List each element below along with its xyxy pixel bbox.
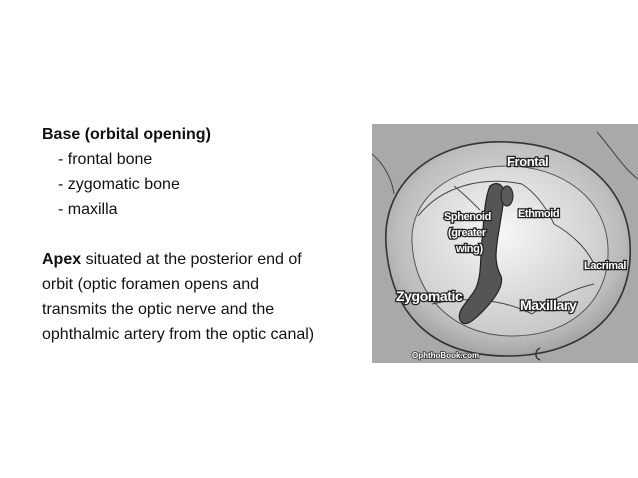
- maxillary-suture: [531, 283, 595, 315]
- outer-suture-left: [372, 153, 395, 195]
- text-content: Base (orbital opening) - frontal bone - …: [42, 122, 362, 347]
- label-sphenoid-1: Sphenoid: [444, 211, 491, 223]
- apex-line-3: transmits the optic nerve and the: [42, 301, 275, 318]
- label-sphenoid-3: wing): [455, 243, 483, 255]
- orbit-cavity: [411, 165, 609, 337]
- label-maxillary: Maxillary: [520, 297, 577, 313]
- apex-term: Apex: [42, 251, 82, 268]
- frontal-suture: [417, 180, 523, 217]
- base-item-frontal: - frontal bone: [58, 151, 153, 168]
- lacrimal-suture: [553, 223, 595, 265]
- label-ethmoid: Ethmoid: [518, 208, 559, 220]
- skull-surface: [372, 124, 638, 363]
- outer-suture-right: [596, 131, 638, 180]
- watermark: OphthoBook.com: [412, 351, 479, 360]
- sphenoid-suture: [453, 185, 481, 211]
- base-heading: Base (orbital opening): [42, 126, 211, 143]
- ethmoid-suture: [521, 183, 555, 225]
- apex-line-4: ophthalmic artery from the optic canal): [42, 326, 315, 343]
- apex-line-2: orbit (optic foramen opens and: [42, 276, 260, 293]
- infraorbital-foramen: [535, 347, 541, 361]
- orbit-drawing: Frontal Sphenoid (greater wing) Ethmoid …: [372, 124, 638, 363]
- optic-canal: [500, 185, 514, 207]
- orbit-diagram: Frontal Sphenoid (greater wing) Ethmoid …: [372, 124, 638, 363]
- label-frontal: Frontal: [507, 154, 548, 169]
- spacer: [42, 222, 362, 247]
- label-zygomatic: Zygomatic: [396, 288, 463, 304]
- label-lacrimal: Lacrimal: [584, 260, 626, 272]
- label-sphenoid-2: (greater: [448, 227, 487, 239]
- apex-text-1: situated at the posterior end of: [81, 251, 302, 268]
- base-item-zygomatic: - zygomatic bone: [58, 176, 180, 193]
- base-item-maxilla: - maxilla: [58, 201, 118, 218]
- superior-orbital-fissure: [458, 183, 505, 325]
- apex-line-1: Apex situated at the posterior end of: [42, 247, 362, 272]
